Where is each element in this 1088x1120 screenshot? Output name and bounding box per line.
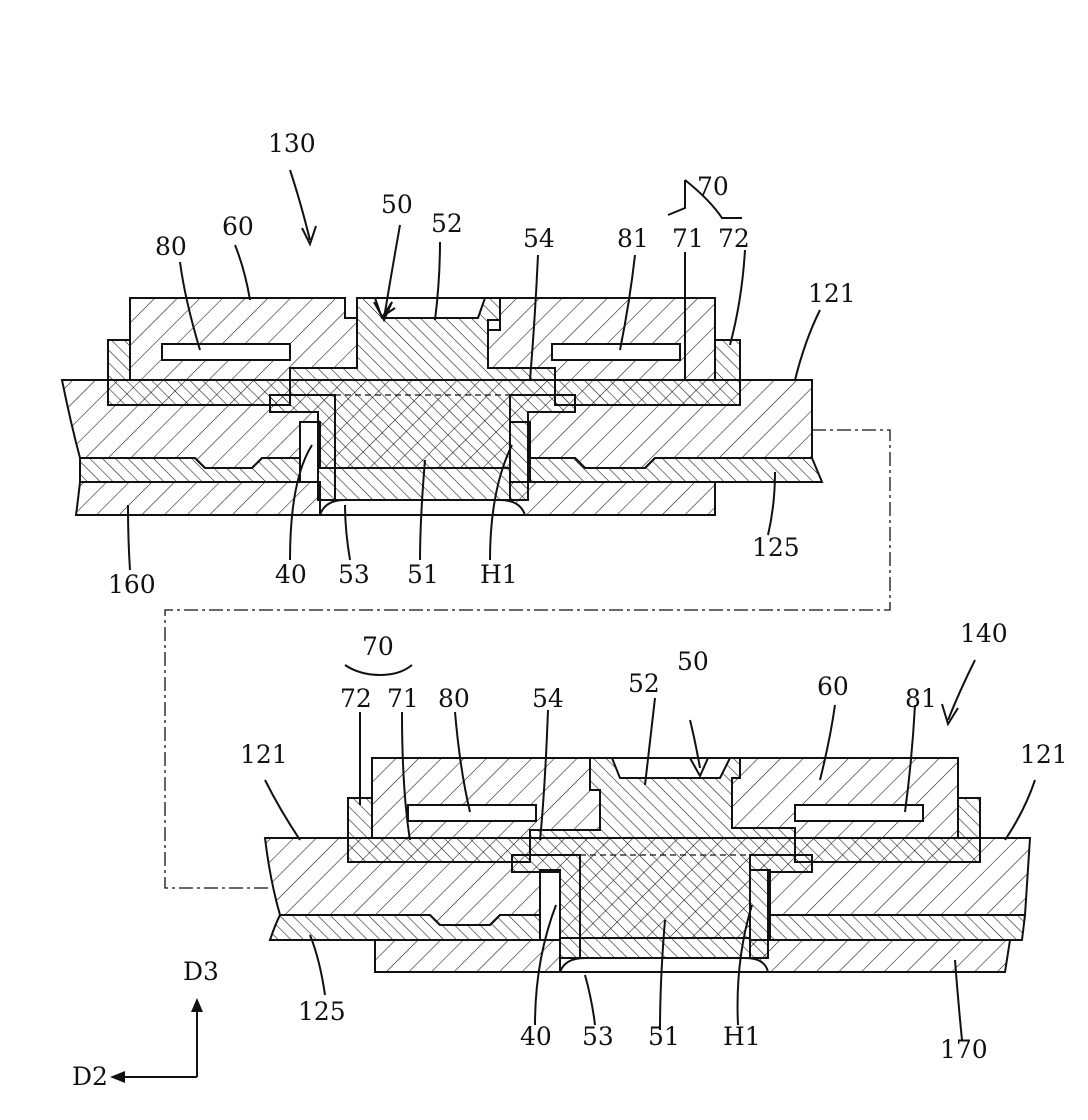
top-slot-81 — [552, 344, 680, 360]
bottom-slot-80 — [408, 805, 536, 821]
label-125: 125 — [298, 997, 346, 1026]
bottom-assembly — [265, 758, 1030, 972]
bottom-layer-170 — [375, 940, 560, 972]
label-70: 70 — [362, 632, 394, 661]
label-50: 50 — [381, 190, 413, 219]
label-121-left: 121 — [240, 740, 288, 769]
label-60: 60 — [222, 212, 254, 241]
bottom-part-60-right — [732, 758, 958, 838]
label-81: 81 — [905, 684, 937, 713]
label-70: 70 — [697, 172, 729, 201]
label-72: 72 — [340, 684, 372, 713]
label-71: 71 — [672, 224, 704, 253]
label-60: 60 — [817, 672, 849, 701]
label-50: 50 — [677, 647, 709, 676]
label-81: 81 — [617, 224, 649, 253]
label-H1: H1 — [480, 560, 518, 589]
top-rivet-recess-52 — [375, 298, 485, 318]
bottom-layer-170-right — [750, 940, 1010, 972]
label-40: 40 — [275, 560, 307, 589]
label-72: 72 — [718, 224, 750, 253]
label-54: 54 — [532, 684, 564, 713]
label-71: 71 — [387, 684, 419, 713]
top-layer-125-right — [530, 458, 822, 482]
label-80: 80 — [438, 684, 470, 713]
label-40: 40 — [520, 1022, 552, 1051]
label-170: 170 — [940, 1035, 988, 1064]
label-53: 53 — [582, 1022, 614, 1051]
top-slot-80 — [162, 344, 290, 360]
label-H1: H1 — [723, 1022, 761, 1051]
axis-d3-label: D3 — [183, 957, 219, 986]
ref-130: 130 — [268, 129, 316, 158]
bottom-part-60 — [372, 758, 600, 838]
bottom-layer-125-right — [770, 915, 1025, 940]
label-51: 51 — [407, 560, 439, 589]
bottom-rivet-recess-53 — [560, 958, 768, 972]
bottom-rivet-recess-52 — [612, 758, 730, 778]
bottom-slot-81 — [795, 805, 923, 821]
top-assembly — [62, 298, 822, 515]
label-52: 52 — [431, 209, 463, 238]
axis-indicator: D3 D2 — [72, 957, 219, 1091]
ref-140: 140 — [960, 619, 1008, 648]
label-125: 125 — [752, 533, 800, 562]
label-52: 52 — [628, 669, 660, 698]
label-54: 54 — [523, 224, 555, 253]
label-53: 53 — [338, 560, 370, 589]
label-160: 160 — [108, 570, 156, 599]
top-layer-160-right — [510, 482, 715, 515]
axis-d2-label: D2 — [72, 1062, 108, 1091]
label-51: 51 — [648, 1022, 680, 1051]
top-layer-160 — [76, 482, 320, 515]
label-121-right: 121 — [1020, 740, 1068, 769]
label-121: 121 — [808, 279, 856, 308]
top-layer-125 — [80, 458, 300, 482]
label-80: 80 — [155, 232, 187, 261]
